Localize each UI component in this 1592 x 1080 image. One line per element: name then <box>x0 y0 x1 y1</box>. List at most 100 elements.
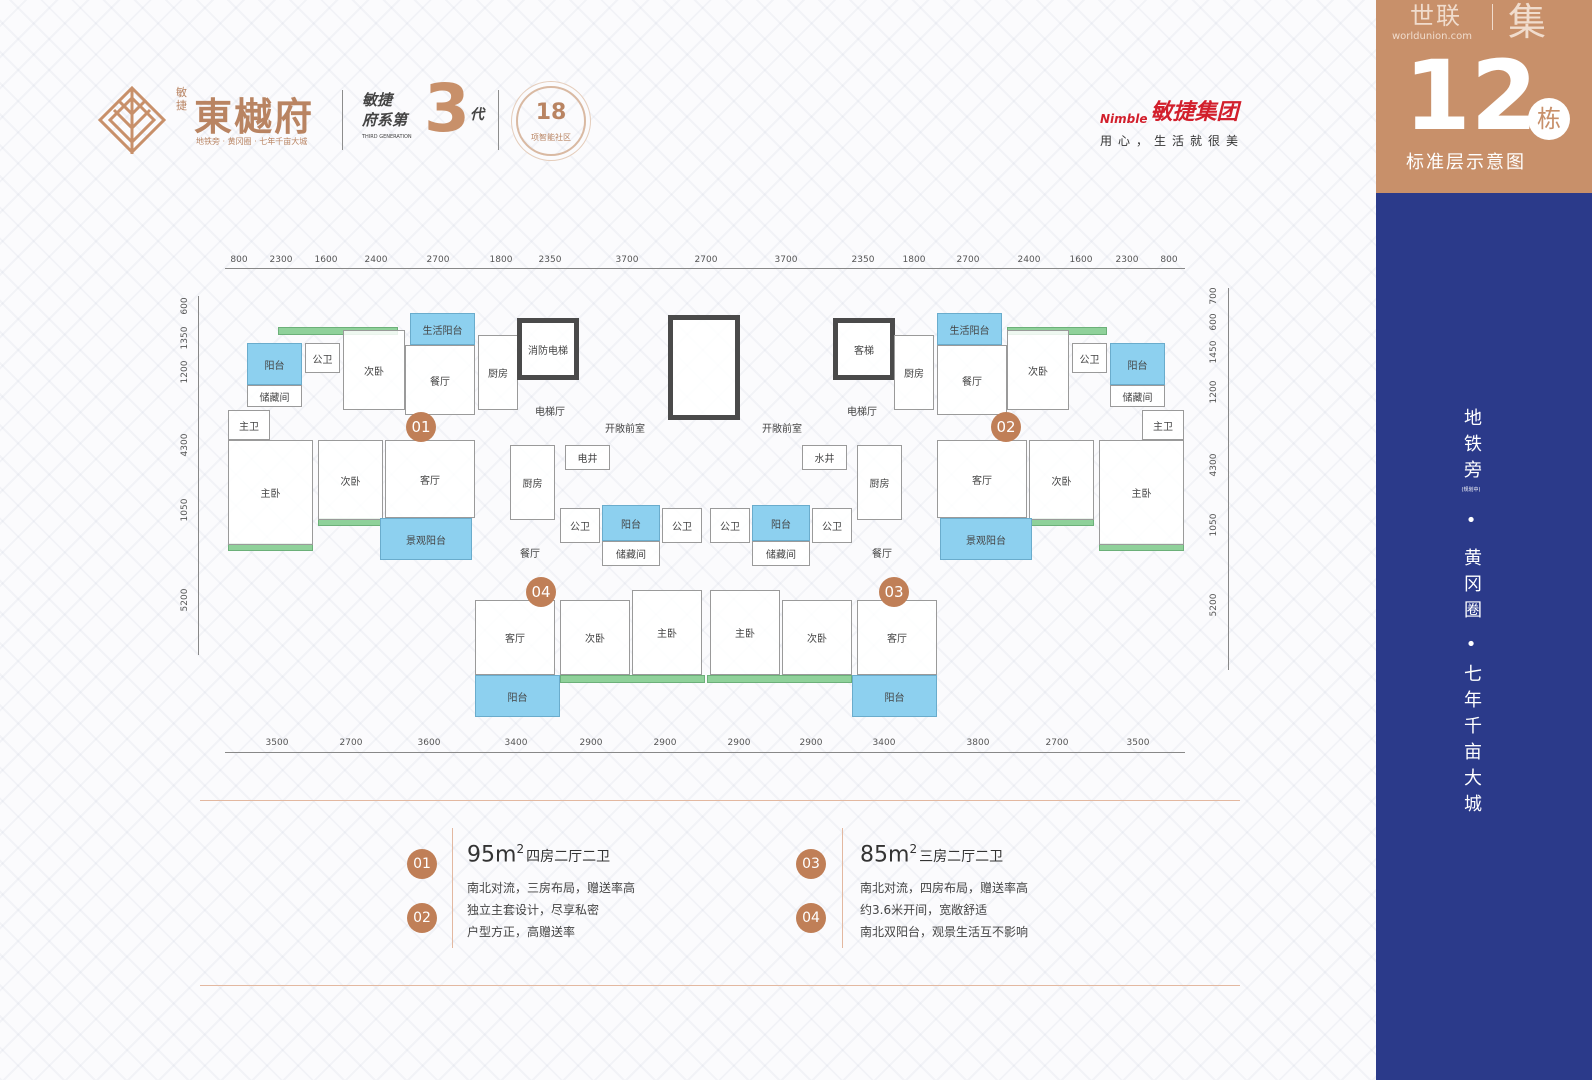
dim-left-label: 1200 <box>180 360 190 384</box>
room-label: 主卧 <box>710 590 780 675</box>
room-label: 客梯 <box>833 318 895 380</box>
dim-right-label: 1050 <box>1209 513 1219 537</box>
room-label: 公卫 <box>305 343 340 373</box>
generation-line1: 敏捷 <box>362 91 393 109</box>
room-label: 消防电梯 <box>517 318 579 380</box>
dim-bottom-label: 3500 <box>1126 738 1150 748</box>
stairwell <box>668 315 740 420</box>
unit-type: 三房二厅二卫 <box>919 849 1004 866</box>
dim-right-label: 1200 <box>1209 380 1219 404</box>
unit-number-badge: 03 <box>879 577 909 607</box>
dim-line-top <box>225 268 1185 269</box>
feature: 约3.6米开间，宽敞舒适 <box>860 903 988 917</box>
room-label: 景观阳台 <box>380 518 472 560</box>
generation-line2: 府系第 <box>362 111 408 129</box>
room-label: 主卧 <box>632 590 702 675</box>
dim-top-label: 1800 <box>489 255 513 265</box>
room-label: 景观阳台 <box>940 518 1032 560</box>
room-label: 公卫 <box>1072 343 1107 373</box>
side-3: 七年千亩大城 <box>1461 664 1482 820</box>
generation-dai: 代 <box>470 107 484 123</box>
divider-line <box>200 985 1240 986</box>
generation-en: THIRD GENERATION <box>362 134 412 140</box>
feature: 户型方正，高赠送率 <box>467 925 576 939</box>
unit-badge: 01 <box>407 849 437 879</box>
room-label: 储藏间 <box>602 541 660 566</box>
room-label: 储藏间 <box>247 385 302 407</box>
room-label: 阳台 <box>852 675 937 717</box>
dim-bottom-label: 2900 <box>799 738 823 748</box>
unit-badge: 04 <box>796 903 826 933</box>
area-value: 95m <box>467 842 517 868</box>
side-slogan: 地铁旁 (规划中) • 黄冈圈 • 七年千亩大城 <box>1456 408 1486 820</box>
room-label: 公卫 <box>812 508 852 543</box>
brand-tagline: 地铁旁 · 黄冈圈 · 七年千亩大城 <box>196 137 308 146</box>
side-panel <box>1376 193 1592 1080</box>
unit-number-badge: 04 <box>526 577 556 607</box>
feature: 南北对流，三房布局，赠送率高 <box>467 881 636 895</box>
divider-line <box>200 800 1240 801</box>
dim-top-label: 1600 <box>314 255 338 265</box>
building-unit-badge: 栋 <box>1528 98 1570 140</box>
dim-bottom-label: 3600 <box>417 738 441 748</box>
dim-right-label: 700 <box>1209 287 1219 305</box>
dot: • <box>1465 634 1477 655</box>
room-label: 餐厅 <box>937 345 1007 415</box>
room-label: 餐厅 <box>872 549 892 560</box>
divider <box>498 90 499 150</box>
dim-bottom-label: 2900 <box>579 738 603 748</box>
generation-title: 敏捷府系第 <box>362 90 407 130</box>
feature: 独立主套设计，尽享私密 <box>467 903 600 917</box>
room-label: 储藏间 <box>752 541 810 566</box>
unit-badge: 02 <box>407 903 437 933</box>
building-number: 12 <box>1404 40 1538 152</box>
room-label: 储藏间 <box>1110 385 1165 407</box>
divider <box>452 828 453 948</box>
side-1: 地铁旁 <box>1461 408 1482 486</box>
dim-top-label: 2350 <box>851 255 875 265</box>
room-label: 厨房 <box>478 335 518 410</box>
ac-ledge <box>707 675 852 683</box>
room-label: 厨房 <box>894 335 934 410</box>
dim-line-bottom <box>225 752 1185 753</box>
room-label: 主卧 <box>228 440 313 545</box>
ac-ledge <box>560 675 705 683</box>
dim-top-label: 800 <box>1160 255 1178 265</box>
room-label: 生活阳台 <box>937 313 1002 345</box>
room-label: 主卫 <box>228 410 270 440</box>
dim-right-label: 5200 <box>1209 593 1219 617</box>
dim-top-label: 2700 <box>956 255 980 265</box>
feature: 南北对流，四房布局，赠送率高 <box>860 881 1029 895</box>
dim-top-label: 3700 <box>774 255 798 265</box>
side-2: 黄冈圈 <box>1461 548 1482 626</box>
dim-top-label: 3700 <box>615 255 639 265</box>
room-label: 次卧 <box>343 330 405 410</box>
dim-left-label: 1050 <box>180 498 190 522</box>
brand-name: 東樾府 <box>194 95 315 139</box>
dim-left-label: 4300 <box>180 433 190 457</box>
room-label: 次卧 <box>1007 330 1069 410</box>
dim-left-label: 1350 <box>180 326 190 350</box>
room-label: 公卫 <box>662 508 702 543</box>
unit-area-right: 85m2三房二厅二卫 <box>860 842 1003 867</box>
smart-community-badge: 18 项智能社区 <box>516 86 586 156</box>
divider <box>342 90 343 150</box>
area-sup: 2 <box>516 842 525 856</box>
room-label: 水井 <box>802 445 847 470</box>
unit-number-badge: 02 <box>991 412 1021 442</box>
room-label: 客厅 <box>857 600 937 675</box>
room-label: 主卫 <box>1142 410 1184 440</box>
dim-bottom-label: 2700 <box>1045 738 1069 748</box>
room-label: 餐厅 <box>405 345 475 415</box>
dot: • <box>1465 510 1477 531</box>
room-label: 客厅 <box>385 440 475 518</box>
unit-type: 四房二厅二卫 <box>526 849 611 866</box>
dim-right-label: 1450 <box>1209 340 1219 364</box>
area-value: 85m <box>860 842 910 868</box>
room-label: 公卫 <box>710 508 750 543</box>
room-label: 客厅 <box>475 600 555 675</box>
nimble-mark: Nimble <box>1100 112 1148 126</box>
dim-bottom-label: 3400 <box>872 738 896 748</box>
room-label: 厨房 <box>857 445 902 520</box>
watermark-a: 世联 <box>1410 2 1462 30</box>
